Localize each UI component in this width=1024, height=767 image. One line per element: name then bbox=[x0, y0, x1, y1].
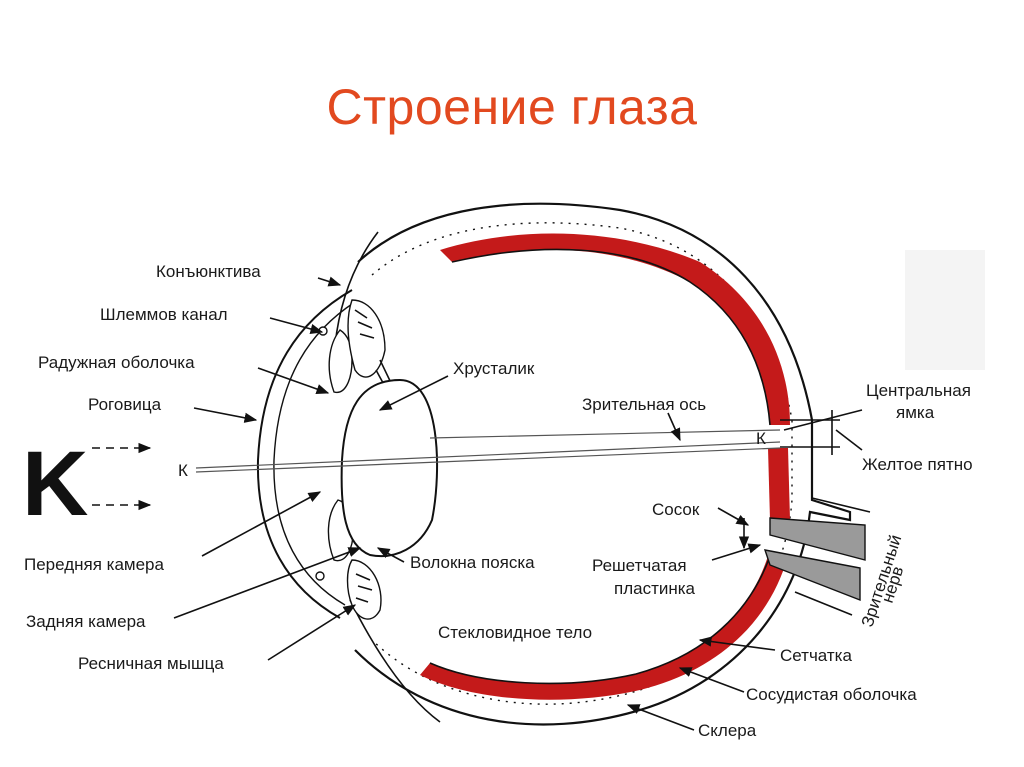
cornea-outer bbox=[256, 289, 353, 619]
leader-cornea bbox=[193, 407, 258, 423]
label-ciliary-muscle: Ресничная мышца bbox=[78, 654, 224, 673]
label-visual-axis: Зрительная ось bbox=[582, 395, 706, 414]
leader-conjunctiva bbox=[317, 276, 342, 287]
leader-retina bbox=[698, 636, 776, 651]
retina-upper bbox=[440, 233, 790, 425]
label-vitreous-body: Стекловидное тело bbox=[438, 623, 592, 642]
optic-nerve-upper bbox=[769, 517, 866, 561]
image-letter-k: К bbox=[756, 429, 766, 448]
label-anterior-chamber: Передняя камера bbox=[24, 555, 165, 574]
leader-lens bbox=[378, 375, 449, 411]
background-shade bbox=[905, 250, 985, 370]
upper-eyelid-line bbox=[334, 231, 379, 346]
optic-nerve-sheath bbox=[794, 497, 871, 616]
label-posterior-chamber: Задняя камера bbox=[26, 612, 146, 631]
leader-schlemm bbox=[269, 317, 324, 334]
leader-posterior-chamber bbox=[173, 547, 362, 619]
leader-zonule bbox=[376, 547, 405, 563]
label-zonule-fibers: Волокна пояска bbox=[410, 553, 535, 572]
label-lens: Хрусталик bbox=[453, 359, 535, 378]
object-letter-k-small: К bbox=[178, 461, 188, 480]
label-macula: Желтое пятно bbox=[862, 455, 973, 474]
retina-lower bbox=[420, 556, 788, 700]
label-schlemm-canal: Шлеммов канал bbox=[100, 305, 228, 324]
label-central-fovea-1: Центральная bbox=[866, 381, 971, 400]
optical-ray-1 bbox=[195, 441, 781, 469]
optical-ray-2 bbox=[195, 447, 781, 473]
label-choroid: Сосудистая оболочка bbox=[746, 685, 917, 704]
ciliary-muscle-hatch bbox=[354, 309, 375, 603]
schlemm-canal-lower bbox=[315, 571, 325, 581]
label-sclera: Склера bbox=[698, 721, 757, 740]
leader-anterior-chamber bbox=[201, 491, 322, 557]
leader-ciliary-muscle bbox=[267, 604, 357, 661]
leader-lamina bbox=[711, 543, 762, 561]
leader-iris bbox=[257, 367, 330, 394]
label-lamina-2: пластинка bbox=[614, 579, 696, 598]
label-retina: Сетчатка bbox=[780, 646, 852, 665]
label-papilla: Сосок bbox=[652, 500, 700, 519]
label-lamina-1: Решетчатая bbox=[592, 556, 687, 575]
object-letter-k: K bbox=[22, 433, 88, 535]
label-central-fovea-2: ямка bbox=[896, 403, 935, 422]
visual-axis-line bbox=[429, 429, 781, 439]
optic-nerve-lower bbox=[763, 549, 861, 602]
ciliary-body-lower bbox=[346, 559, 382, 620]
leader-visual-axis bbox=[667, 412, 681, 442]
leader-macula bbox=[835, 429, 863, 451]
slide-title: Строение глаза bbox=[326, 79, 698, 135]
retina-central bbox=[768, 448, 790, 520]
label-conjunctiva: Конъюнктива bbox=[156, 262, 261, 281]
leader-fovea bbox=[783, 409, 863, 431]
retina-inner-line bbox=[429, 248, 771, 685]
leader-sclera bbox=[626, 704, 695, 731]
leader-choroid bbox=[678, 667, 745, 693]
label-iris: Радужная оболочка bbox=[38, 353, 195, 372]
label-cornea: Роговица bbox=[88, 395, 162, 414]
lens bbox=[340, 378, 439, 557]
sclera-outline bbox=[354, 202, 852, 726]
lower-eyelid-line bbox=[349, 599, 441, 723]
ciliary-body-upper bbox=[347, 299, 386, 378]
zonule-fibers bbox=[371, 359, 393, 556]
leader-papilla bbox=[717, 507, 750, 526]
